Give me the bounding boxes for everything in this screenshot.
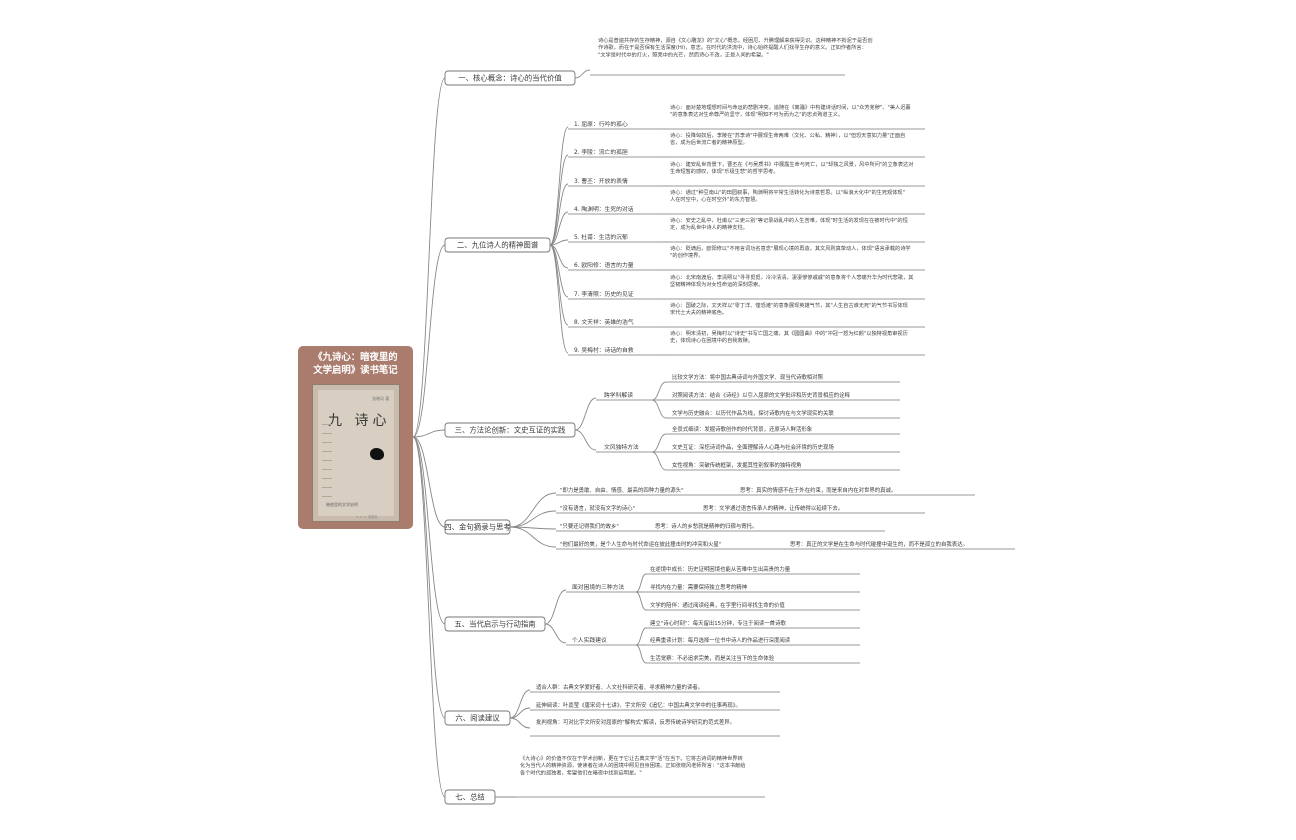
practice-1-3-line: [636, 592, 646, 610]
root-to-branch-6-line: [413, 437, 445, 718]
reading-1-text: 适合人群：古典文学爱好者、人文社科研究者、寻求精神力量的读者。: [536, 683, 703, 691]
reading-2-text: 延伸阅读：叶嘉莹《唐宋词十七讲》、宇文所安《追忆：中国古典文学中的往事再现》。: [536, 701, 741, 709]
branch-3-label: 三、方法论创新：文史互证的实践: [455, 426, 566, 435]
poet-6-note: 诗心：贬谪后，欧阳修以"不用言词功名意念"展现心境的再造，其文风则真挚动人，体现…: [670, 244, 911, 259]
cover-ink-blot: [370, 448, 384, 460]
method-2-1-text: 全景式细读：发掘诗歌创作的时代背景，还原诗人鲜活形象: [672, 425, 813, 433]
root-to-branch-1-line: [413, 78, 445, 437]
quote-2-line: [510, 511, 556, 527]
practice-1-2-text: 寻找内在力量：需要保持独立思考的精神: [650, 583, 747, 591]
root-to-branch-5-line: [413, 437, 445, 624]
practice-2-2-text: 经典重读计划：每月选择一位书中诗人的作品进行深度阅读: [650, 636, 791, 644]
root-title-line-2: 文学启明》读书笔记: [306, 364, 405, 377]
cover-title: 九 诗心: [328, 410, 390, 430]
practice-1-1-line: [636, 574, 646, 592]
poet-9-note: 诗心：明末清初，吴梅村以"诗史"书写亡国之痛，其《圆圆曲》中的"冲冠一怒为红颜"…: [670, 329, 908, 344]
book-cover-image: 张晓风 著 九 诗心 暗夜里的文学启明 × × × 出版社: [312, 384, 400, 522]
method-group-2-line: [575, 430, 596, 450]
branch-1-label: 一、核心概念：诗心的当代价值: [458, 74, 562, 83]
quote-1-thought: 思考：真实的情感不在于外在约束，而是来自内在对世界的真诚。: [740, 486, 896, 494]
poet-7-line: [550, 245, 568, 297]
quote-1-line: [510, 493, 556, 527]
poet-7-label: 7. 李清照：历史的见证: [574, 290, 634, 298]
practice-1-3-text: 文学的陪伴：通过阅读经典，在字里行间寻找生命的价值: [650, 601, 785, 609]
method-group-1-line: [575, 398, 596, 430]
practice-2-3-line: [636, 645, 646, 663]
poet-4-note: 诗心：通过"种豆南山"的田园叙事，陶渊明将平常生活转化为诗意哲思。以"纵浪大化中…: [670, 188, 905, 203]
poet-9-label: 9. 吴梅村：诗话的自救: [574, 346, 634, 354]
poet-5-label: 5. 杜甫：生活的沉郁: [574, 233, 628, 241]
quote-2-thought: 思考：文学通过语言传承人的精神，让传统得以延续下去。: [703, 504, 843, 512]
quote-3-thought: 思考：诗人的乡愁就是精神的归宿与寄托。: [655, 522, 757, 530]
poet-3-line: [550, 184, 568, 245]
method-group-2-label: 文风独特方法: [604, 443, 639, 451]
method-2-2-text: 文史互证：深挖诗词作品，全面理解诗人心路与社会环境的历史现场: [672, 443, 834, 451]
quote-4-thought: 思考：真正的文学是在生命与时代碰撞中诞生的，而不是孤立的自我表达。: [790, 540, 968, 548]
branch-5-label: 五、当代启示与行动指南: [454, 620, 535, 629]
method-2-1-line: [652, 434, 666, 452]
method-1-3-line: [652, 400, 666, 418]
method-group-1-label: 跨学科解读: [604, 391, 633, 399]
practice-2-1-line: [636, 628, 646, 645]
poet-1-label: 1. 屈原：行吟的孤心: [574, 120, 628, 128]
branch-6-label: 六、阅读建议: [455, 714, 500, 723]
quote-2-text: "没有语言，就没有文字的诗心": [560, 504, 635, 512]
poet-8-label: 8. 文天祥：英雄的浩气: [574, 318, 634, 326]
practice-group-1-label: 面对困境的三种方法: [572, 583, 624, 591]
practice-group-2-line: [545, 624, 566, 643]
poet-1-note: 诗心：面对楚地理想时间与命运的悲剧冲突，追随在《离骚》中构建诗话时间，以"众芳芜…: [670, 103, 911, 118]
method-1-1-line: [652, 382, 666, 400]
practice-2-1-text: 建立"诗心时刻"：每天留出15分钟，专注于阅读一首诗歌: [650, 619, 786, 627]
practice-group-1-line: [545, 590, 566, 624]
poet-6-label: 6. 欧阳修：语言的力量: [574, 261, 634, 269]
poet-4-label: 4. 陶渊明：生死的对话: [574, 205, 634, 213]
method-1-1-text: 比较文学方法：将中国古典诗词与外国文学、现当代诗歌相对照: [672, 373, 824, 381]
branch-2-label: 二、九位诗人的精神图谱: [457, 241, 539, 250]
poet-3-label: 3. 曹丕：开放的表情: [574, 177, 628, 185]
quote-1-text: "即力是勇敢、自由、情感、最高的四种力量的源头": [560, 486, 684, 494]
quote-4-line: [510, 527, 556, 547]
method-2-3-line: [652, 452, 666, 470]
poet-2-label: 2. 李陵：流亡的孤胆: [574, 148, 628, 156]
reading-3-line: [510, 718, 530, 728]
poet-9-line: [550, 245, 568, 353]
poet-2-line: [550, 155, 568, 245]
poet-3-note: 诗心：建安乱世背景下，曹丕在《与吴质书》中展露生命与死亡，以"却独之风景，风中所…: [670, 160, 913, 175]
practice-1-1-text: 在逆境中成长：历史证明困境也能从苦难中生出高贵的力量: [650, 565, 791, 573]
method-1-3-text: 文学与历史融合：以历代作品为线，探讨诗歌内在与文学现实的关联: [672, 409, 834, 417]
reading-3-text: 批判视角：可对比宇文所安对屈原的"解构式"解读，反思传统诗学研究的范式差异。: [536, 718, 735, 726]
root-node[interactable]: 《九诗心：暗夜里的 文学启明》读书笔记 张晓风 著 九 诗心 暗夜里的文学启明 …: [298, 346, 413, 529]
branch-4-label: 四、金句摘录与思考: [444, 523, 511, 532]
practice-2-3-text: 生活觉察：不必追求完美，而是关注当下的生命体验: [650, 654, 775, 662]
branch-7-label: 七、总结: [455, 793, 485, 802]
root-title: 《九诗心：暗夜里的 文学启明》读书笔记: [306, 351, 405, 377]
cover-decoration: [322, 424, 332, 505]
root-to-branch-2-line: [413, 245, 445, 437]
branch-1-note: 诗心是普遍共存的生存精神，源自《文心雕龙》的"文心"概念。经困厄、升腾理解来获得…: [598, 36, 873, 58]
branch-1-note-line: [575, 70, 590, 78]
summary-note: 《九诗心》的价值不仅在于学术创新，更在于它让古典文学"活"在当下。它将古诗词的精…: [520, 754, 745, 776]
quote-4-text: "他们最好的美，是个人生命与时代命运在彼此撞击时的冲突和火星": [560, 540, 721, 548]
quote-3-text: "只要还记得我们的故乡": [560, 522, 619, 530]
cover-author: 张晓风 著: [372, 396, 389, 402]
book-cover-face: 张晓风 著 九 诗心 暗夜里的文学启明 × × × 出版社: [318, 390, 394, 516]
cover-subtitle: 暗夜里的文学启明: [326, 502, 358, 508]
poet-7-note: 诗心：北宋南渡后，李清照以"寻寻觅觅，冷冷清清，凄凄惨惨戚戚"的意象将个人悲痛升…: [670, 273, 913, 288]
cover-publisher: × × × 出版社: [356, 514, 378, 519]
root-title-line-1: 《九诗心：暗夜里的: [306, 351, 405, 364]
poet-8-note: 诗心：国破之际，文天祥以"零丁洋、惶恐滩"的意象展现英雄气节，其"人生自古谁无死…: [670, 301, 908, 316]
reading-1-line: [510, 690, 530, 718]
poet-5-note: 诗心：安史之乱中，杜甫以"三吏三别"等记录战乱中的人生苦难，体现"时生活的发现在…: [670, 216, 908, 231]
practice-group-2-label: 个人实践建议: [572, 636, 607, 644]
method-2-3-text: 女性视角：突破传统框架，发掘其性别叙事的独特视角: [672, 461, 801, 469]
poet-2-note: 诗心：投降匈奴后，李陵在"苏李诗"中展现生命两难（文化、公私、精神），以"但恐天…: [670, 131, 905, 146]
method-1-2-text: 对照阅读方法：结合《诗经》以引入屈原的文学批评和历史背景相应的诠释: [672, 391, 851, 399]
